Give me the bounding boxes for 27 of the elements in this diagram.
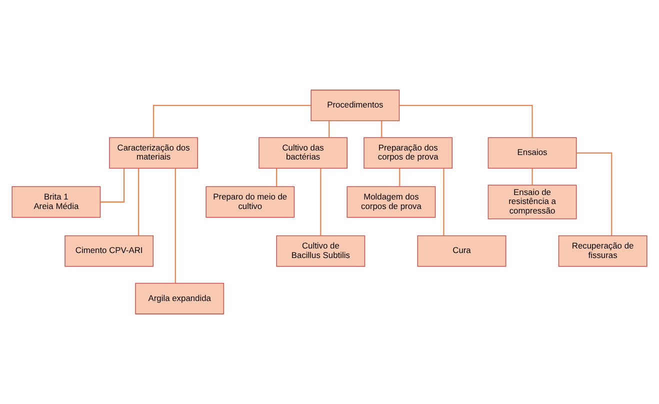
connector: [152, 104, 311, 138]
connector: [532, 168, 533, 186]
connector: [276, 168, 278, 186]
connector: [399, 168, 400, 186]
node-box: Cimento CPV-ARI: [64, 235, 154, 267]
node-box: Moldagem dos corpos de prova: [346, 186, 436, 218]
node-box: Ensaios: [488, 137, 577, 169]
node-box: Argila expandida: [135, 282, 224, 314]
connector: [576, 152, 612, 236]
node-box: Procedimentos: [310, 90, 400, 122]
node-box: Brita 1 Areia Média: [12, 186, 101, 218]
node-box: Preparação dos corpos de prova: [364, 137, 453, 169]
node-box: Preparo do meio de cultivo: [206, 186, 295, 218]
connector: [320, 168, 322, 236]
connector: [138, 168, 140, 236]
node-box: Caracterização dos materiais: [109, 137, 198, 169]
node-box: Cura: [417, 235, 506, 267]
node-box: Cultivo das bactérias: [258, 137, 348, 169]
node-box: Ensaio de resistência a compressão: [488, 184, 577, 220]
connector: [100, 168, 125, 203]
connector: [328, 120, 330, 138]
connector: [399, 104, 533, 138]
node-box: Cultivo de Bacillus Subtilis: [276, 235, 366, 267]
connector: [174, 168, 176, 284]
node-box: Recuperação de fissuras: [558, 235, 648, 267]
connector: [443, 168, 444, 236]
connector: [381, 120, 382, 138]
